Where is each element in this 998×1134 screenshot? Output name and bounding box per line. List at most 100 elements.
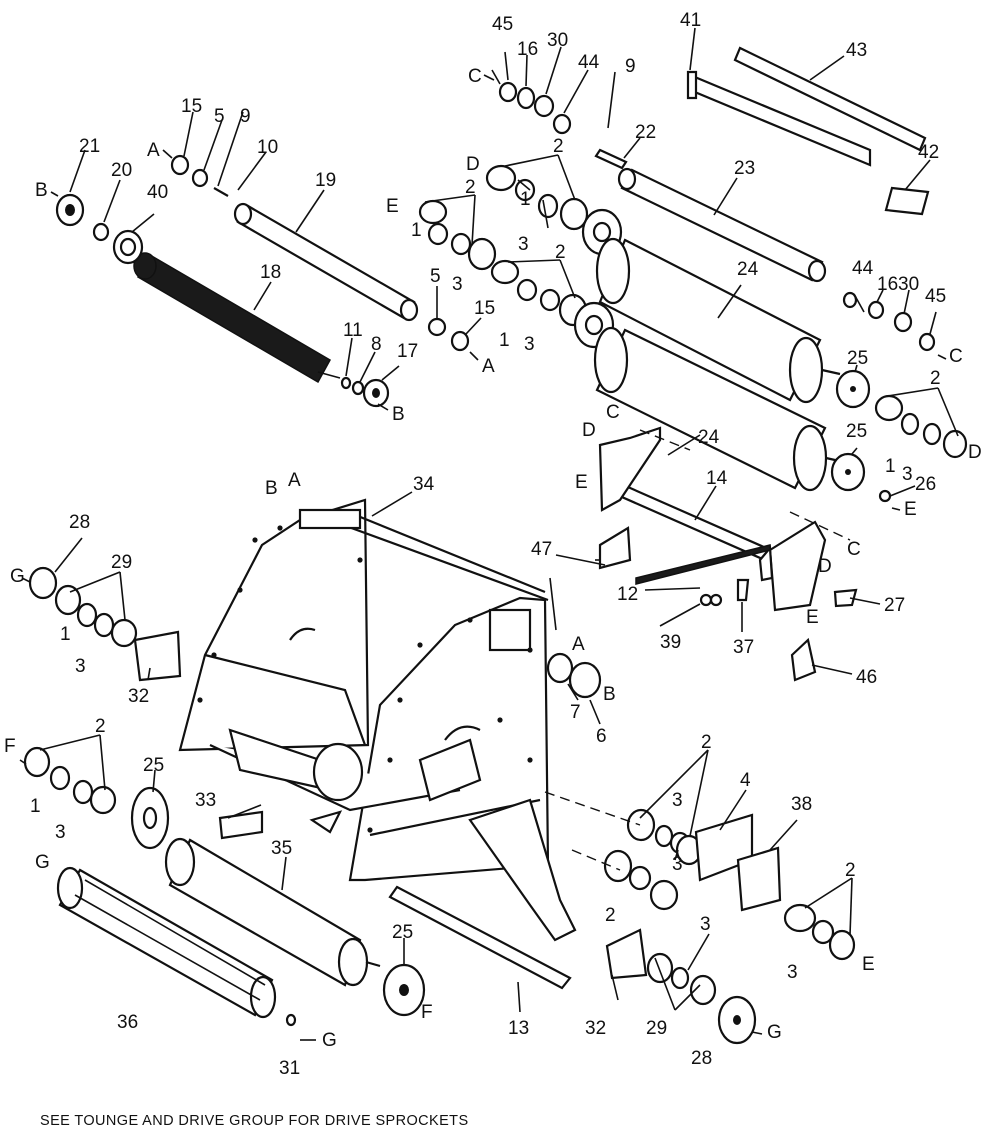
label-1: 1 <box>30 796 41 817</box>
label-1: 1 <box>411 220 422 241</box>
label-2: 2 <box>465 177 476 198</box>
upper-left-small-parts <box>55 154 470 408</box>
connection-letter: A <box>288 470 301 491</box>
label-20: 20 <box>111 160 132 181</box>
label-2: 2 <box>605 905 616 926</box>
lower-parts <box>218 810 572 1027</box>
callout-labels: 1 1 1 1 1 1 2 2 2 2 2 2 2 2 3 3 3 3 3 3 … <box>4 10 982 1079</box>
label-15: 15 <box>181 96 202 117</box>
label-34: 34 <box>413 474 435 495</box>
perforated-roller-upper-24 <box>595 237 841 404</box>
connection-letter: F <box>4 736 16 757</box>
label-9: 9 <box>625 56 636 77</box>
label-3: 3 <box>672 854 683 875</box>
label-16: 16 <box>517 39 538 60</box>
perforated-roller-lower-24 <box>593 326 845 492</box>
label-2: 2 <box>95 716 106 737</box>
label-19: 19 <box>315 170 336 191</box>
label-45: 45 <box>925 286 946 307</box>
label-5: 5 <box>214 106 225 127</box>
label-16: 16 <box>877 274 898 295</box>
upper-middle-bearings <box>418 81 623 349</box>
baler-frame <box>178 498 577 942</box>
label-7: 7 <box>570 702 581 723</box>
label-24: 24 <box>737 259 759 280</box>
label-38: 38 <box>791 794 812 815</box>
label-14: 14 <box>706 468 728 489</box>
connection-letter: D <box>582 420 596 441</box>
label-47: 47 <box>531 539 552 560</box>
label-2: 2 <box>845 860 856 881</box>
roller-35 <box>164 837 381 987</box>
label-35: 35 <box>271 838 292 859</box>
label-43: 43 <box>846 40 867 61</box>
label-6: 6 <box>596 726 607 747</box>
roller-23 <box>594 148 827 283</box>
label-2: 2 <box>553 136 564 157</box>
feed-roller-18 <box>133 252 341 384</box>
alignment-lines <box>544 429 851 871</box>
label-41: 41 <box>680 10 701 31</box>
connection-letter: G <box>35 852 50 873</box>
connection-letter: C <box>949 346 963 367</box>
connection-letter: A <box>572 634 585 655</box>
connection-letter: C <box>606 402 620 423</box>
connection-letter: E <box>904 499 917 520</box>
connection-letter: E <box>386 196 399 217</box>
label-1: 1 <box>499 330 510 351</box>
connection-letter: B <box>392 404 405 425</box>
label-32: 32 <box>585 1018 606 1039</box>
label-42: 42 <box>918 142 939 163</box>
connection-letter: C <box>847 539 861 560</box>
label-3: 3 <box>700 914 711 935</box>
connection-letter: G <box>10 566 25 587</box>
letter-dashes <box>19 74 947 1041</box>
label-32: 32 <box>128 686 149 707</box>
connection-letter: D <box>466 154 480 175</box>
connection-letter: E <box>575 472 588 493</box>
connection-letter: C <box>468 66 482 87</box>
label-28: 28 <box>691 1048 712 1069</box>
label-26: 26 <box>915 474 936 495</box>
label-33: 33 <box>195 790 216 811</box>
label-29: 29 <box>111 552 132 573</box>
connection-letter: A <box>482 356 495 377</box>
label-3: 3 <box>75 656 86 677</box>
fluted-roller-36 <box>56 866 277 1019</box>
label-3: 3 <box>518 234 529 255</box>
label-1: 1 <box>520 189 531 210</box>
label-44: 44 <box>852 258 874 279</box>
connection-letter: D <box>818 556 832 577</box>
label-3: 3 <box>672 790 683 811</box>
label-15: 15 <box>474 298 495 319</box>
label-29: 29 <box>646 1018 667 1039</box>
label-2: 2 <box>555 242 566 263</box>
label-17: 17 <box>397 341 418 362</box>
label-3: 3 <box>524 334 535 355</box>
label-44: 44 <box>578 52 600 73</box>
label-13: 13 <box>508 1018 529 1039</box>
connection-letter: B <box>603 684 616 705</box>
label-37: 37 <box>733 637 754 658</box>
label-46: 46 <box>856 667 877 688</box>
label-31: 31 <box>279 1058 300 1079</box>
connection-letter: E <box>806 607 819 628</box>
label-21: 21 <box>79 136 100 157</box>
label-24: 24 <box>698 427 720 448</box>
connection-letter: B <box>35 180 48 201</box>
roller-19 <box>233 202 419 322</box>
connection-letter: D <box>968 442 982 463</box>
label-25: 25 <box>143 755 164 776</box>
lower-right-bearing-groups <box>546 652 856 1045</box>
left-bearing-group <box>23 566 182 850</box>
label-39: 39 <box>660 632 681 653</box>
connection-letter: B <box>265 478 278 499</box>
connection-letter: F <box>421 1002 433 1023</box>
label-8: 8 <box>371 334 382 355</box>
label-1: 1 <box>885 456 896 477</box>
label-9: 9 <box>240 106 251 127</box>
shaft-14-and-brackets <box>598 426 858 682</box>
support-bar-41-43 <box>686 46 930 216</box>
connection-letter: G <box>322 1030 337 1051</box>
